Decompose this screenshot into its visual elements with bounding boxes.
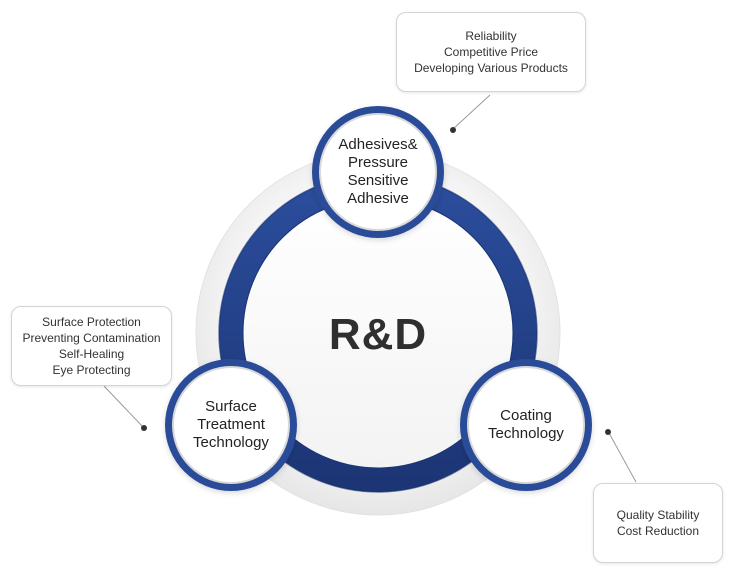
note-top-line: Developing Various Products xyxy=(414,61,568,75)
node-right xyxy=(460,359,592,491)
note-right-line: Quality Stability xyxy=(616,508,700,522)
connector-line-top xyxy=(452,94,491,130)
note-top-line: Reliability xyxy=(465,29,517,43)
connector-dot-left xyxy=(141,425,147,431)
note-top: Reliability Competitive Price Developing… xyxy=(396,12,586,92)
node-top xyxy=(312,106,444,238)
note-top-line: Competitive Price xyxy=(443,45,539,59)
node-left xyxy=(165,359,297,491)
node-right-line: Coating xyxy=(500,407,552,424)
center-title: R&D xyxy=(328,310,428,359)
connector-dot-top xyxy=(450,127,456,133)
node-left-line: Technology xyxy=(193,434,269,451)
node-top-line: Sensitive xyxy=(347,172,409,189)
note-left-line: Surface Protection xyxy=(42,315,141,329)
node-top-line: Pressure xyxy=(347,154,409,171)
node-right-line: Technology xyxy=(488,425,564,442)
note-right-line: Cost Reduction xyxy=(616,524,700,538)
note-left: Surface Protection Preventing Contaminat… xyxy=(11,306,172,386)
node-right-label: Coating Technology xyxy=(466,405,586,445)
connector-line-right xyxy=(608,432,637,483)
note-left-line: Preventing Contamination xyxy=(22,331,161,345)
node-top-line: Adhesives& xyxy=(338,136,418,153)
connector-line-left xyxy=(103,385,144,428)
connector-dot-right xyxy=(605,429,611,435)
node-top-line: Adhesive xyxy=(347,190,409,207)
note-right: Quality Stability Cost Reduction xyxy=(593,483,723,563)
node-top-label: Adhesives& Pressure Sensitive Adhesive xyxy=(318,132,438,212)
note-left-line: Eye Protecting xyxy=(52,363,131,377)
node-left-label: Surface Treatment Technology xyxy=(171,395,291,455)
node-left-line: Surface xyxy=(205,398,257,415)
note-left-line: Self-Healing xyxy=(58,347,125,361)
node-left-line: Treatment xyxy=(197,416,265,433)
